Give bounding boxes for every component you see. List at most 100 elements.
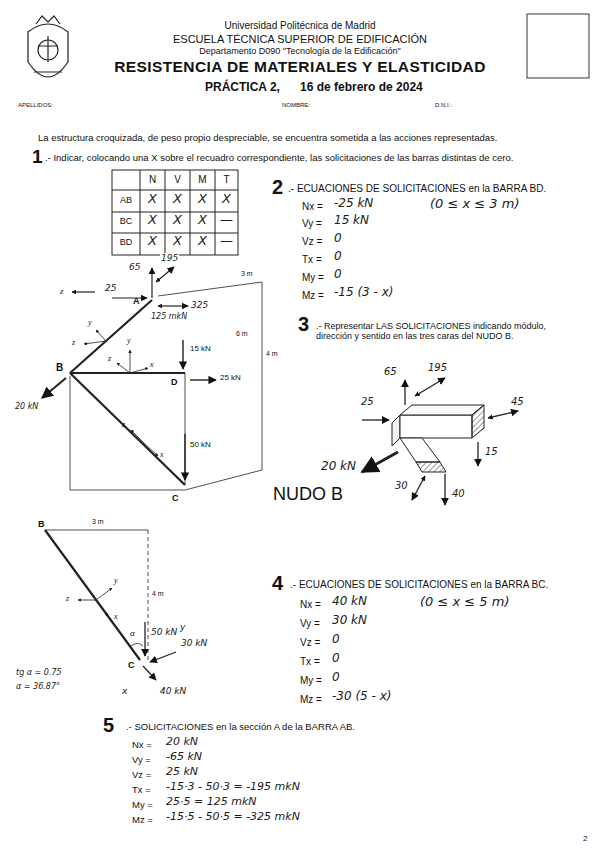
text-label: Vz = [132, 770, 151, 781]
text-label: B [56, 362, 63, 374]
text-label: 30 [394, 480, 409, 492]
text-label: x [150, 360, 154, 369]
text-label: Vz = [302, 236, 322, 248]
text-label: 30 kN [180, 638, 208, 648]
text-label: .- Representar LAS SOLICITACIONES indica… [316, 321, 566, 342]
text-label: -25 kN [334, 197, 373, 211]
text-label: M [190, 174, 215, 186]
text-label: Mz = [300, 694, 322, 706]
text-label: α [130, 628, 135, 638]
node-b-drawing [362, 378, 518, 505]
text-label: X [215, 192, 238, 207]
text-label: My = [300, 675, 322, 687]
text-label: V [165, 174, 190, 186]
text-label: z [72, 338, 75, 347]
text-label: My = [132, 800, 153, 811]
text-label: 25·5 = 125 mkN [166, 796, 257, 809]
text-label: 45 [510, 396, 525, 408]
structure-drawing [42, 267, 262, 490]
text-label: 4 [272, 572, 283, 595]
text-label: NUDO B [273, 484, 343, 505]
page-title: RESISTENCIA DE MATERIALES Y ELASTICIDAD [0, 58, 600, 76]
text-label: — [215, 213, 238, 228]
text-label: X [140, 192, 165, 207]
text-label: 15 kN [189, 344, 212, 353]
text-label: — [215, 234, 238, 249]
text-label: (0 ≤ x ≤ 5 m) [420, 595, 510, 610]
text-label: APELLIDOS: [18, 102, 53, 109]
text-label: 2 [583, 834, 587, 843]
text-label: Vy = [300, 618, 320, 630]
text-label: 6 m [236, 330, 248, 338]
text-label: Tx = [132, 785, 151, 796]
text-label: -15·3 - 50·3 = -195 mkN [166, 781, 300, 794]
text-label: 195 [427, 362, 448, 374]
text-label: NOMBRE: [282, 102, 310, 109]
text-label: x [160, 450, 164, 459]
logo [28, 16, 68, 77]
text-label: y [88, 318, 92, 327]
text-label: X [190, 192, 215, 207]
text-label: Tx = [300, 656, 320, 668]
text-label: La estructura croquizada, de peso propio… [38, 133, 497, 144]
text-label: 3 [298, 313, 309, 336]
text-label: x [122, 686, 127, 696]
text-label: X [140, 213, 165, 228]
text-label: 25 kN [219, 373, 242, 382]
grade-box [527, 14, 589, 78]
text-label: 65 [383, 366, 398, 378]
text-label: A [133, 296, 140, 306]
text-label: X [165, 192, 190, 207]
text-label: D.N.I.: [435, 102, 452, 109]
text-label: 16 de febrero de 2024 [300, 81, 423, 95]
text-label: y [127, 336, 131, 345]
text-label: z [108, 354, 111, 363]
text-label: Departamento D090 "Tecnología de la Edif… [0, 46, 600, 56]
text-label: 40 [451, 488, 466, 500]
text-label: 0 [332, 671, 340, 685]
text-label: Vz = [300, 637, 320, 649]
text-label: BD [112, 237, 140, 247]
text-label: .- ECUACIONES DE SOLICITACIONES en la BA… [288, 183, 546, 195]
text-label: 3 m [92, 518, 104, 526]
text-label: 25 [104, 283, 117, 293]
text-label: -15 (3 - x) [334, 286, 393, 300]
text-label: 20 kN [166, 736, 198, 749]
text-label: X [165, 234, 190, 249]
text-label: 0 [334, 268, 342, 282]
text-label: 3 m [240, 270, 254, 278]
text-label: D [171, 377, 178, 387]
text-label: α = 36.87° [16, 682, 60, 691]
text-label: 50 kN [189, 440, 212, 449]
text-label: X [190, 234, 215, 249]
text-label: 325 [190, 300, 209, 310]
text-label: .- Indicar, colocando una X sobre el rec… [45, 153, 513, 164]
text-label: 20 kN [14, 402, 39, 411]
text-label: y [180, 622, 185, 632]
text-label: Nx = [302, 201, 323, 213]
text-label: 5 [103, 714, 114, 737]
text-label: x [114, 612, 118, 621]
text-label: 0 [334, 250, 342, 264]
text-label: -15·5 - 50·5 = -325 mkN [166, 811, 300, 824]
text-label: AB [112, 195, 140, 205]
text-label: 0 [332, 633, 340, 647]
text-label: z [60, 286, 64, 296]
text-label: .- SOLICITACIONES en la sección A de la … [126, 722, 355, 733]
text-label: z [66, 594, 69, 603]
text-label: 4 m [266, 350, 278, 358]
text-label: 15 [484, 446, 499, 458]
bar-bc-drawing [45, 530, 176, 680]
text-label: 40 kN [160, 686, 186, 696]
text-label: 195 [160, 253, 179, 263]
text-label: Vy = [132, 755, 151, 766]
text-label: My = [302, 272, 324, 284]
text-label: C [172, 493, 179, 503]
text-label: 40 kN [332, 595, 367, 609]
text-label: 0 [332, 652, 340, 666]
text-label: N [140, 174, 165, 186]
text-label: PRÁCTICA 2, [205, 81, 280, 95]
text-label: Nx = [300, 599, 321, 611]
